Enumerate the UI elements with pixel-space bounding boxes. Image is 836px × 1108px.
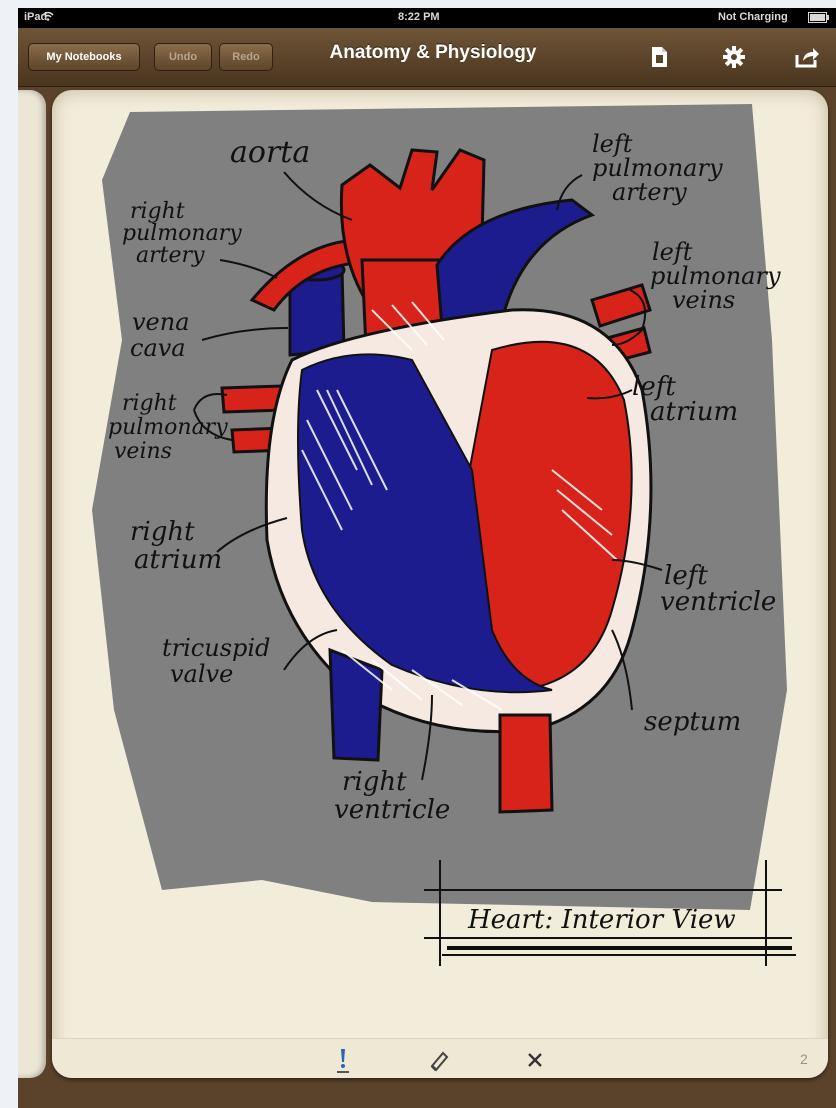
battery-icon [808, 12, 830, 26]
gear-icon[interactable] [720, 43, 748, 71]
status-time: 8:22 PM [398, 11, 440, 23]
battery-status: Not Charging [718, 11, 788, 23]
pen-tool-icon[interactable] [328, 1045, 358, 1075]
share-icon[interactable] [793, 43, 821, 71]
page-number: 2 [800, 1051, 808, 1067]
drawing-tools-bar: 2 [52, 1038, 828, 1078]
caption-text: Heart: Interior View [467, 905, 736, 935]
my-notebooks-button[interactable]: My Notebooks [28, 43, 140, 71]
new-page-icon[interactable] [645, 43, 673, 71]
redo-button[interactable]: Redo [219, 43, 273, 71]
notebook-toolbar: My Notebooks Undo Redo Anatomy & Physiol… [18, 28, 836, 87]
previous-page-edge[interactable] [18, 90, 46, 1078]
label-aorta: aorta [230, 135, 310, 170]
ipad-screen: iPad 8:22 PM Not Charging My Notebooks U… [18, 8, 836, 1108]
close-icon[interactable] [520, 1045, 550, 1075]
descending-aorta [500, 715, 552, 812]
notebook-page[interactable]: aorta right pulmonary artery left pulmon… [52, 90, 828, 1078]
inferior-vena-cava [330, 650, 382, 760]
label-septum: septum [644, 707, 741, 737]
status-bar: iPad 8:22 PM Not Charging [18, 8, 836, 28]
undo-button[interactable]: Undo [154, 43, 212, 71]
heart-sketch: aorta right pulmonary artery left pulmon… [52, 90, 828, 1038]
notebook-title: Anatomy & Physiology [303, 42, 563, 64]
wifi-icon [42, 10, 54, 25]
eraser-icon[interactable] [424, 1045, 454, 1075]
